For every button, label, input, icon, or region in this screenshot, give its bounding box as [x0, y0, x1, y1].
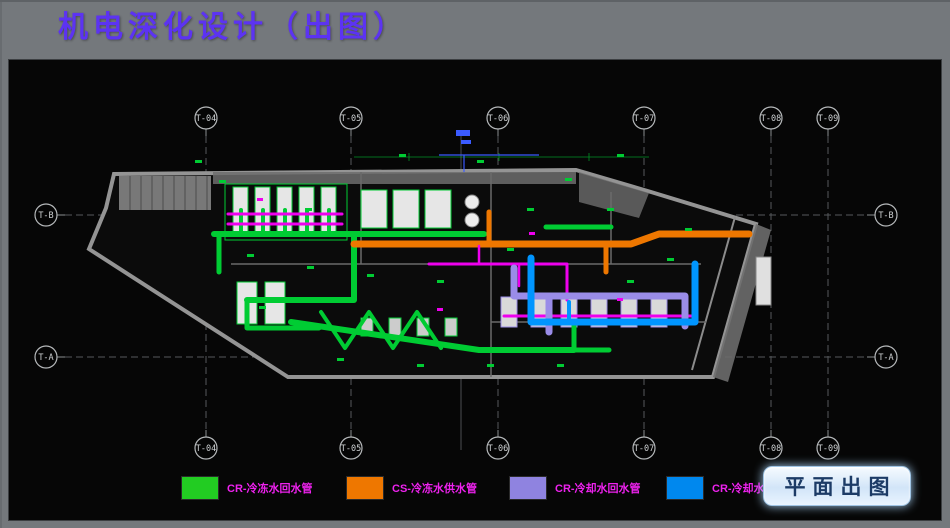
- svg-text:T-08: T-08: [761, 444, 781, 454]
- legend-label: CS-冷冻水供水管: [392, 483, 477, 495]
- svg-text:T-09: T-09: [818, 114, 838, 124]
- svg-text:T-04: T-04: [196, 114, 216, 124]
- page-title: 机电深化设计（出图）: [58, 11, 408, 44]
- legend-swatch-orange: [346, 476, 384, 500]
- grid-bubble-tb-right: T-B: [874, 203, 898, 227]
- grid-bubble-t09-bottom: T-09: [816, 436, 840, 460]
- grid-bubble-ta-right: T-A: [874, 345, 898, 369]
- svg-text:T-06: T-06: [488, 444, 508, 454]
- legend-item: CR-冷却水回水管: [509, 476, 641, 500]
- legend-item: CR-冷却水供水管: [666, 476, 798, 500]
- grid-bubbles: T-04 T-05 T-06 T-07 T-08 T-09 T-04 T-05 …: [34, 106, 898, 460]
- svg-text:T-07: T-07: [634, 114, 654, 124]
- pipes-cooling-supply-blue: [527, 254, 699, 326]
- grid-bubble-t06-top: T-06: [486, 106, 510, 130]
- svg-text:T-A: T-A: [878, 353, 893, 363]
- svg-text:T-09: T-09: [818, 444, 838, 454]
- pipes-cooling-return-purple: [510, 264, 689, 336]
- grid-bubble-t05-top: T-05: [339, 106, 363, 130]
- svg-text:T-04: T-04: [196, 444, 216, 454]
- legend-swatch-green: [181, 476, 219, 500]
- grid-bubble-t07-top: T-07: [632, 106, 656, 130]
- annotation-marks: [195, 130, 692, 367]
- grid-bubble-t05-bottom: T-05: [339, 436, 363, 460]
- pipes-chilled-return-green: [211, 208, 614, 353]
- pipes-chilled-supply-orange: [350, 209, 753, 275]
- grid-bubble-t08-bottom: T-08: [759, 436, 783, 460]
- svg-text:T-05: T-05: [341, 114, 361, 124]
- svg-text:T-08: T-08: [761, 114, 781, 124]
- grid-bubble-t06-bottom: T-06: [486, 436, 510, 460]
- pipes-magenta: [226, 212, 699, 318]
- plan-output-button[interactable]: 平面出图: [763, 466, 911, 506]
- svg-text:T-05: T-05: [341, 444, 361, 454]
- grid-bubble-t09-top: T-09: [816, 106, 840, 130]
- drawing-canvas[interactable]: T-04 T-05 T-06 T-07 T-08 T-09 T-04 T-05 …: [8, 59, 942, 521]
- svg-text:T-06: T-06: [488, 114, 508, 124]
- grid-bubble-tb-left: T-B: [34, 203, 58, 227]
- svg-text:T-B: T-B: [38, 211, 53, 221]
- grid-bubble-ta-left: T-A: [34, 345, 58, 369]
- legend-swatch-blue: [666, 476, 704, 500]
- grid-bubble-t08-top: T-08: [759, 106, 783, 130]
- legend-label: CR-冷却水回水管: [555, 483, 641, 495]
- legend-swatch-purple: [509, 476, 547, 500]
- grid-bubble-t04-top: T-04: [194, 106, 218, 130]
- svg-text:T-07: T-07: [634, 444, 654, 454]
- svg-text:T-B: T-B: [878, 211, 893, 221]
- legend-item: CS-冷冻水供水管: [346, 476, 477, 500]
- grid-bubble-t07-bottom: T-07: [632, 436, 656, 460]
- legend-label: CR-冷冻水回水管: [227, 483, 313, 495]
- legend-item: CR-冷冻水回水管: [181, 476, 313, 500]
- cad-drawing-svg: T-04 T-05 T-06 T-07 T-08 T-09 T-04 T-05 …: [34, 106, 898, 460]
- svg-text:T-A: T-A: [38, 353, 53, 363]
- grid-bubble-t04-bottom: T-04: [194, 436, 218, 460]
